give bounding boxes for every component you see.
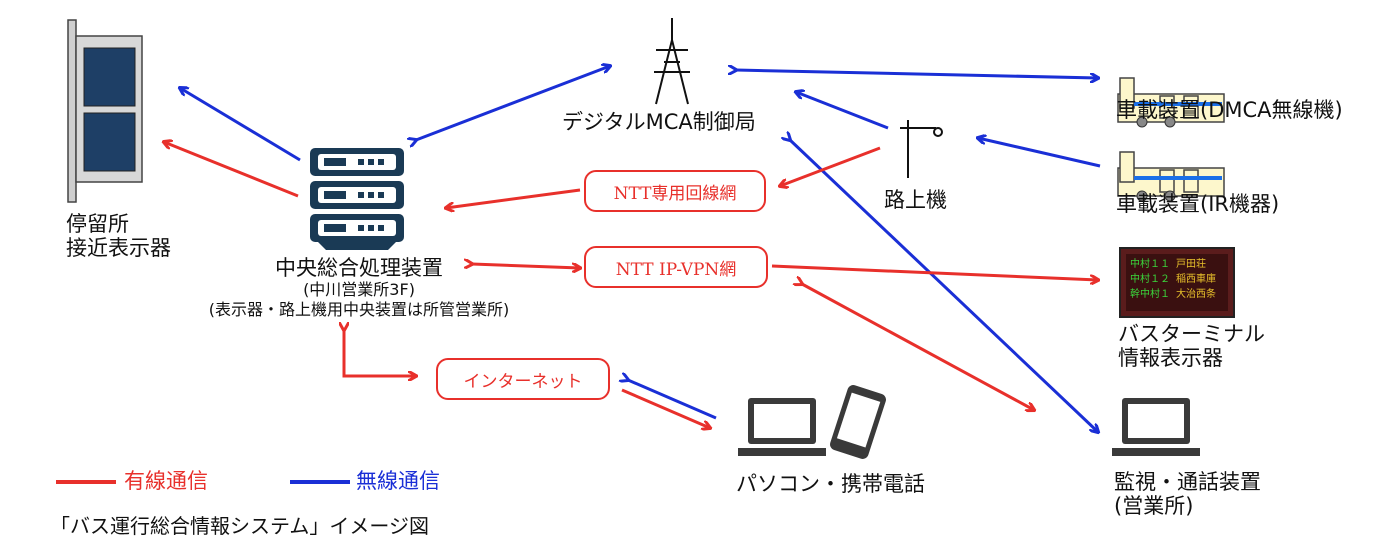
pc-mobile-label: パソコン・携帯電話 bbox=[736, 472, 925, 496]
screen-destination: 戸田荘 bbox=[1176, 259, 1206, 270]
laptop-icon bbox=[738, 398, 826, 456]
legend-wired-label: 有線通信 bbox=[124, 469, 208, 493]
screen-route: 中村１１ bbox=[1130, 259, 1170, 270]
mobile-phone-icon bbox=[830, 385, 886, 459]
monitor-label: 監視・通話装置 (営業所) bbox=[1114, 470, 1261, 518]
vehicle-ir-label: 車載装置(IR機器) bbox=[1116, 192, 1280, 216]
bus-terminal-line1: バスターミナル bbox=[1118, 322, 1265, 346]
central-unit-note: (表示器・路上機用中央装置は所管営業所) bbox=[208, 300, 510, 319]
bus-terminal-screen: 中村１１ 戸田荘 中村１２ 稲西車庫 幹中村１ 大治西条 bbox=[1126, 254, 1228, 311]
bus-terminal-line2: 情報表示器 bbox=[1118, 346, 1223, 370]
vehicle-dmca-label: 車載装置(DMCA無線機) bbox=[1116, 98, 1343, 122]
monitor-line2: (営業所) bbox=[1114, 494, 1194, 518]
bus-stop-display-line2: 接近表示器 bbox=[66, 236, 171, 260]
monitor-line1: 監視・通話装置 bbox=[1114, 470, 1261, 494]
antenna-tower-icon bbox=[654, 18, 690, 105]
bus-terminal-label: バスターミナル 情報表示器 bbox=[1118, 322, 1265, 370]
diagram-caption: 「バス運行総合情報システム」イメージ図 bbox=[50, 514, 429, 538]
legend-wireless-label: 無線通信 bbox=[356, 469, 440, 493]
bus-stop-display-line1: 停留所 bbox=[66, 212, 129, 236]
screen-destination: 稲西車庫 bbox=[1176, 274, 1216, 285]
server-icon bbox=[310, 148, 404, 250]
bus-stop-display-icon bbox=[67, 19, 143, 203]
screen-destination: 大治西条 bbox=[1176, 289, 1216, 300]
roadside-unit-label: 路上機 bbox=[884, 188, 947, 212]
bus-stop-display-label: 停留所 接近表示器 bbox=[66, 212, 171, 260]
legend-wireless-line bbox=[290, 480, 350, 484]
monitor-laptop-icon bbox=[1112, 398, 1200, 456]
roadside-unit-icon bbox=[900, 120, 943, 178]
vehicle-ir-icon bbox=[1117, 151, 1225, 202]
screen-row: 中村１２ 稲西車庫 bbox=[1130, 272, 1224, 287]
screen-route: 幹中村１ bbox=[1130, 289, 1170, 300]
central-unit-label: 中央総合処理装置 (中川営業所3F) (表示器・路上機用中央装置は所管営業所) bbox=[150, 256, 568, 320]
mca-station-label: デジタルMCA制御局 bbox=[562, 110, 756, 134]
legend-wired-line bbox=[56, 480, 116, 484]
ntt-dedicated-network: NTT専用回線網 bbox=[584, 170, 766, 212]
central-unit-title: 中央総合処理装置 bbox=[275, 256, 443, 280]
screen-row: 幹中村１ 大治西条 bbox=[1130, 287, 1224, 302]
internet-network: インターネット bbox=[436, 358, 610, 400]
ntt-ipvpn-network: NTT IP-VPN網 bbox=[584, 246, 768, 288]
wired-links bbox=[164, 142, 1098, 428]
screen-row: 中村１１ 戸田荘 bbox=[1130, 257, 1224, 272]
central-unit-location: (中川営業所3F) bbox=[303, 280, 415, 299]
screen-route: 中村１２ bbox=[1130, 274, 1170, 285]
vehicle-dmca-icon bbox=[1117, 77, 1225, 128]
